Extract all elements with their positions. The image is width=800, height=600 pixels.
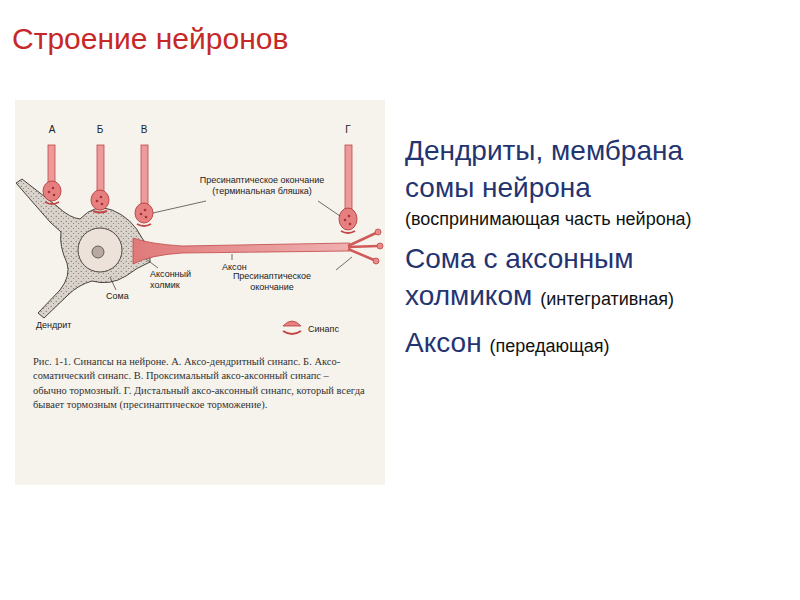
soma-body xyxy=(16,179,150,318)
figure-caption: Рис. 1-1. Синапсы на нейроне. А. Аксо-де… xyxy=(33,355,365,413)
part-label: Дендрит xyxy=(36,320,71,331)
text-paragraph: Сома с аксонным холмиком(интегративная) xyxy=(405,241,757,315)
part-label: Аксонный холмик xyxy=(150,269,212,291)
part-label: Пресинаптическое окончание xyxy=(222,271,322,293)
legend-label: Синапс xyxy=(308,324,339,335)
text-paragraph: Дендриты, мембрана сомы нейрона (восприни… xyxy=(405,133,757,231)
slide-title: Строение нейронов xyxy=(12,22,288,56)
part-label: Пресинаптическое окончание (терминальная… xyxy=(192,175,332,197)
note-text: (интегративная) xyxy=(540,289,674,309)
text-column: Дендриты, мембрана сомы нейрона (восприни… xyxy=(405,133,757,372)
nucleolus xyxy=(92,246,104,258)
note-text: (воспринимающая часть нейрона) xyxy=(405,207,757,231)
nucleus xyxy=(78,228,122,272)
axon xyxy=(133,238,350,264)
text-paragraph: Аксон (передающая) xyxy=(405,325,757,362)
part-label: Сома xyxy=(106,291,129,302)
note-text: (передающая) xyxy=(490,336,610,356)
axon-terminal-branches xyxy=(348,233,378,260)
incoming-axons xyxy=(48,145,352,209)
callout-letter: Б xyxy=(97,124,104,136)
synapse-symbol xyxy=(283,321,301,334)
axon-terminal-bulbs xyxy=(373,229,383,264)
leader-lines xyxy=(110,201,352,290)
synaptic-clefts xyxy=(45,202,355,233)
callout-letter: Г xyxy=(345,124,350,136)
heading-text: Дендриты, мембрана сомы нейрона xyxy=(405,135,683,203)
heading-text: Аксон xyxy=(405,327,482,358)
callout-letter: А xyxy=(49,124,56,136)
figure-ground xyxy=(15,100,385,485)
callout-letter: В xyxy=(141,124,148,136)
